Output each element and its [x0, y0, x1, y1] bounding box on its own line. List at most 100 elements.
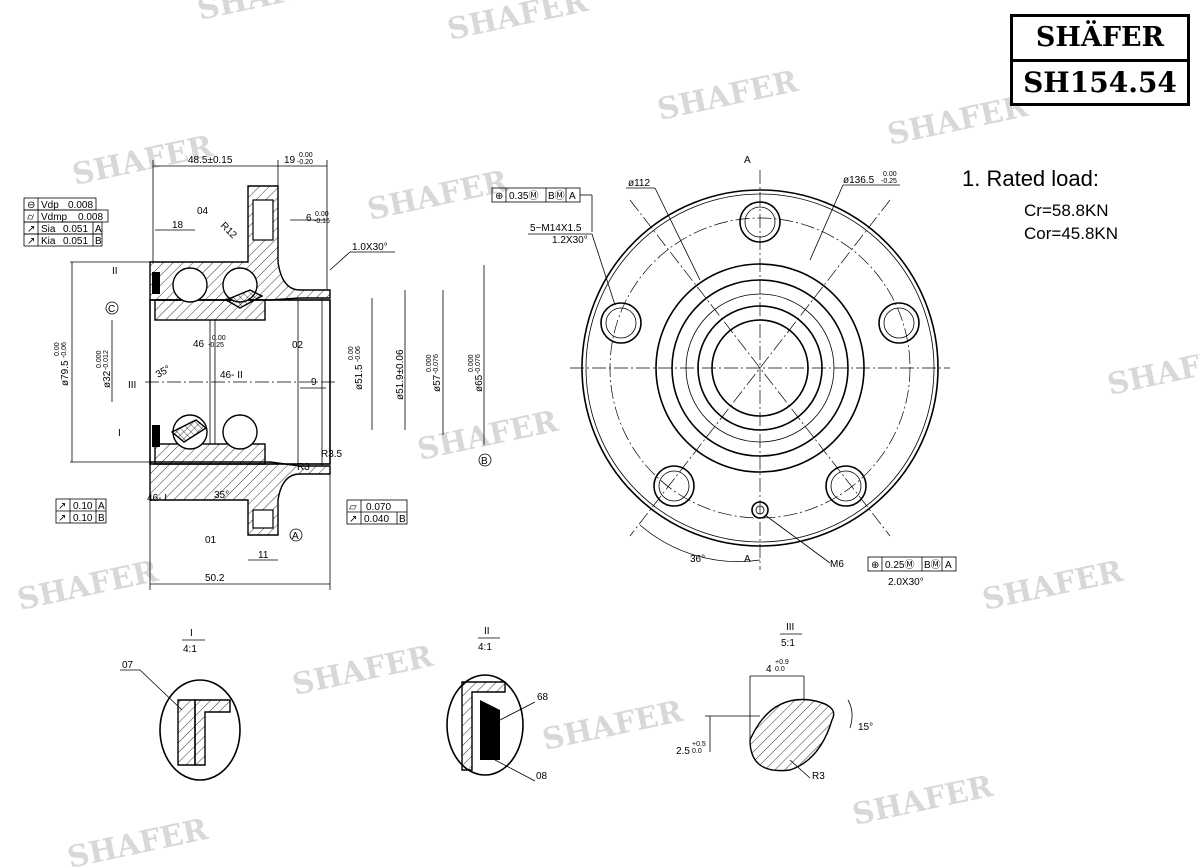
part-08: 08: [536, 771, 548, 782]
dim-136-5-lower: -0.25: [881, 178, 897, 185]
m6-chamfer: 2.0X30°: [888, 577, 924, 588]
section-mark-a-top: A: [744, 155, 751, 166]
flatness-value: 0.070: [366, 502, 391, 513]
watermark: SHAFER: [289, 639, 437, 703]
radius-r3-5: R3.5: [321, 449, 343, 460]
dim-65-upper: 0.000: [468, 354, 475, 372]
watermark: SHAFER: [539, 694, 687, 758]
pos-tol-ref: BⓂ: [548, 190, 565, 202]
dim-19: 19: [284, 155, 296, 166]
roundness-icon: ⊖: [27, 200, 35, 211]
brand-logo: SHÄFER: [1013, 17, 1187, 62]
flatness-icon: ▱: [349, 502, 357, 513]
dim-136-5: ø136.5: [843, 175, 875, 186]
angle-35-lower: 35°: [214, 490, 229, 501]
dim-50-2: 50.2: [205, 573, 225, 584]
detail-scale: 4:1: [478, 642, 492, 653]
dim-51-5-upper: 0.00: [348, 346, 355, 360]
dim-4-upper: +0.9: [775, 659, 789, 666]
dim-65: ø65: [474, 374, 485, 392]
dim-4-lower: 0.0: [775, 666, 785, 673]
datum-b-circle: [478, 453, 492, 467]
dim-136-5-upper: 0.00: [883, 171, 897, 178]
part-04: 04: [197, 206, 209, 217]
tol-value: 0.051: [63, 224, 88, 235]
runout-ref: A: [98, 501, 105, 512]
dim-9: 9: [311, 377, 317, 388]
thread-spec: 5−M14X1.5: [530, 223, 582, 234]
runout-value: 0.10: [73, 513, 93, 524]
dim-6-upper: 0.00: [315, 211, 329, 218]
datum-a: A: [292, 531, 299, 542]
tol-value: 0.008: [78, 212, 103, 223]
dim-46: 46: [193, 339, 205, 350]
dim-51-5-lower: -0.06: [355, 346, 362, 362]
detail-i-marker: I: [118, 428, 121, 439]
tol-label: Vdp: [41, 200, 59, 211]
rated-load-heading: 1. Rated load:: [962, 166, 1099, 191]
tolerance-table: ⊖ Vdp 0.008 ⌭ Vdmp 0.008 ↗ Sia 0.051 A ↗…: [23, 197, 109, 247]
datum-c-circle: [105, 301, 119, 315]
rated-load-cor: Cor=45.8KN: [1024, 224, 1119, 243]
dim-79-5-upper: 0.00: [54, 342, 61, 356]
thread-chamfer: 1.2X30°: [552, 235, 588, 246]
detail-title: II: [484, 626, 490, 637]
bolt-holes: [600, 201, 920, 519]
detail-iii-marker: III: [128, 380, 136, 391]
dim-79-5-lower: -0.06: [61, 342, 68, 358]
pos-tol-value: 0.35Ⓜ: [509, 190, 538, 202]
datum-c: C: [108, 304, 115, 315]
runout-icon: ↗: [58, 513, 66, 524]
detail-title: III: [786, 622, 794, 633]
detail-ii: II 4:1 68 08: [446, 626, 549, 782]
runout-value: 0.040: [364, 514, 389, 525]
position-icon: ⊕: [871, 560, 879, 571]
dim-19-lower: -0.20: [297, 159, 313, 166]
dim-6-lower: -0.15: [314, 218, 330, 225]
position-icon: ⊕: [495, 191, 503, 202]
angle-15: 15°: [858, 722, 873, 733]
pos-tol-ref: A: [945, 560, 952, 571]
dim-46-i: 46- I: [147, 493, 167, 504]
radius-r3: R3: [297, 462, 310, 473]
detail-scale: 4:1: [183, 644, 197, 655]
dim-57: ø57: [432, 374, 443, 392]
watermark: SHAFER: [444, 0, 592, 48]
dim-46-ii: 46- II: [220, 370, 243, 381]
watermark: SHAFER: [364, 164, 512, 228]
dim-2-5: 2.5: [676, 746, 690, 757]
watermark: SHAFER: [849, 769, 997, 833]
dim-112: ø112: [628, 178, 650, 189]
dim-4: 4: [766, 664, 772, 675]
tol-ref: B: [95, 236, 102, 247]
section-mark-a-bottom: A: [744, 554, 751, 565]
dim-r12: R12: [218, 220, 239, 241]
runout-ref: B: [399, 514, 406, 525]
angle-36: 36°: [690, 554, 705, 565]
dim-2-5-upper: +0.5: [692, 741, 706, 748]
dim-6: 6: [306, 213, 312, 224]
section-dimensions: [70, 160, 485, 590]
cylindricity-icon: ⌭: [27, 212, 35, 223]
dim-65-lower: -0.076: [475, 354, 482, 374]
watermark: SHAFER: [14, 554, 162, 618]
chamfer-label: 1.0X30°: [352, 242, 388, 253]
dim-51-9: ø51.9±0.06: [395, 349, 406, 400]
watermark: SHAFER: [194, 0, 342, 28]
detail-title: I: [190, 628, 193, 639]
dim-11: 11: [258, 550, 269, 561]
detail-ii-marker: II: [112, 266, 118, 277]
section-view: [145, 185, 335, 536]
m6-label: M6: [830, 559, 844, 570]
watermark: SHAFER: [654, 64, 802, 128]
tol-label: Vdmp: [41, 212, 68, 223]
datum-b: B: [481, 456, 488, 467]
pos-tol-ref: BⓂ: [924, 559, 941, 571]
dim-79-5: ø79.5: [60, 360, 71, 386]
dim-46-lower: -0.25: [208, 342, 224, 349]
part-07: 07: [122, 660, 134, 671]
tol-value: 0.051: [63, 236, 88, 247]
datum-a-circle: [289, 528, 303, 542]
title-block: SHÄFER SH154.54: [1010, 14, 1190, 106]
